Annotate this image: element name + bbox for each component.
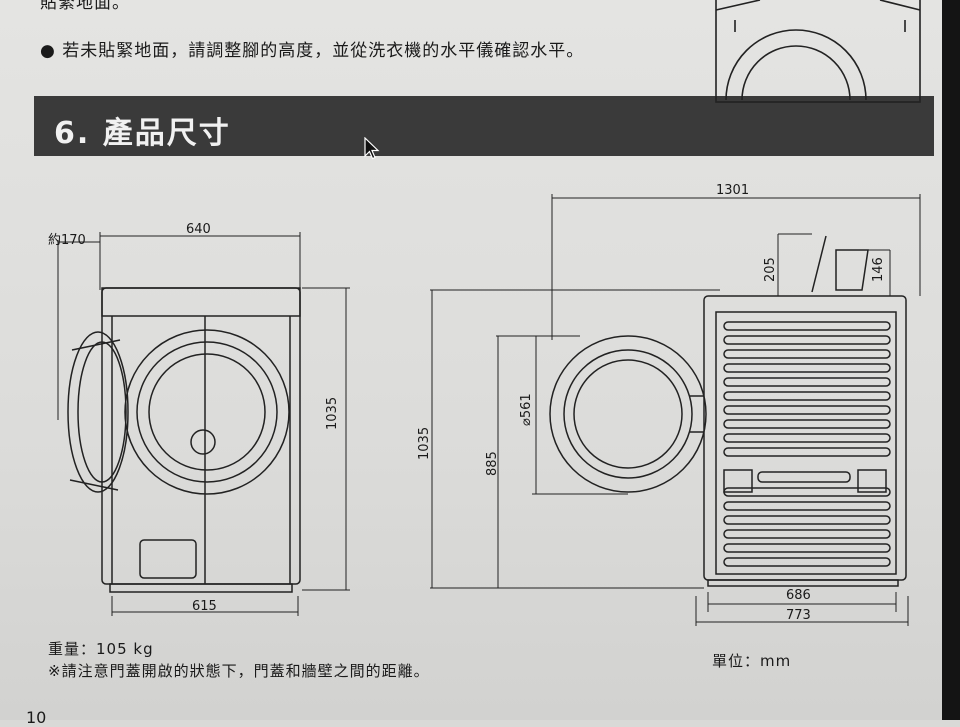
side-dimension-lines [430, 194, 921, 626]
lid-height-label: 205 [763, 257, 778, 282]
door-clearance-remark: ※請注意門蓋開啟的狀態下，門蓋和牆壁之間的距離。 [48, 662, 430, 680]
total-body-depth-label: 773 [786, 608, 811, 623]
mouse-cursor-icon [364, 137, 380, 160]
instruction-line-2: ● 若未貼緊地面，請調整腳的高度，並從洗衣機的水平儀確認水平。 [40, 41, 585, 61]
section-title: 6. 產品尺寸 [54, 116, 231, 151]
leveling-illustration [715, 0, 921, 103]
instruction-line-2-text: 若未貼緊地面，請調整腳的高度，並從洗衣機的水平儀確認水平。 [62, 41, 585, 61]
vent-slots [723, 321, 891, 567]
door-clearance-label: 約170 [48, 233, 86, 248]
section-header: 6. 產品尺寸 [34, 96, 934, 156]
page-number: 10 [26, 708, 47, 727]
side-view-washer [549, 235, 907, 587]
front-dimension-lines [57, 232, 350, 616]
door-diameter-label: ⌀561 [519, 393, 534, 426]
front-width-bottom-label: 615 [192, 599, 217, 614]
front-height-label: 1035 [325, 397, 340, 430]
unit-note: 單位：mm [712, 652, 792, 670]
body-depth-label: 686 [786, 588, 811, 603]
total-depth-label: 1301 [716, 183, 749, 198]
front-view-washer [67, 287, 301, 593]
door-center-height-label: 885 [485, 451, 500, 476]
screen-bezel [942, 0, 960, 720]
side-height-label: 1035 [417, 427, 432, 460]
front-width-top-label: 640 [186, 222, 211, 237]
lid-depth-label: 146 [871, 257, 886, 282]
weight-note: 重量：105 kg [48, 640, 154, 658]
instruction-line-1: 貼緊地面。 [40, 0, 130, 13]
